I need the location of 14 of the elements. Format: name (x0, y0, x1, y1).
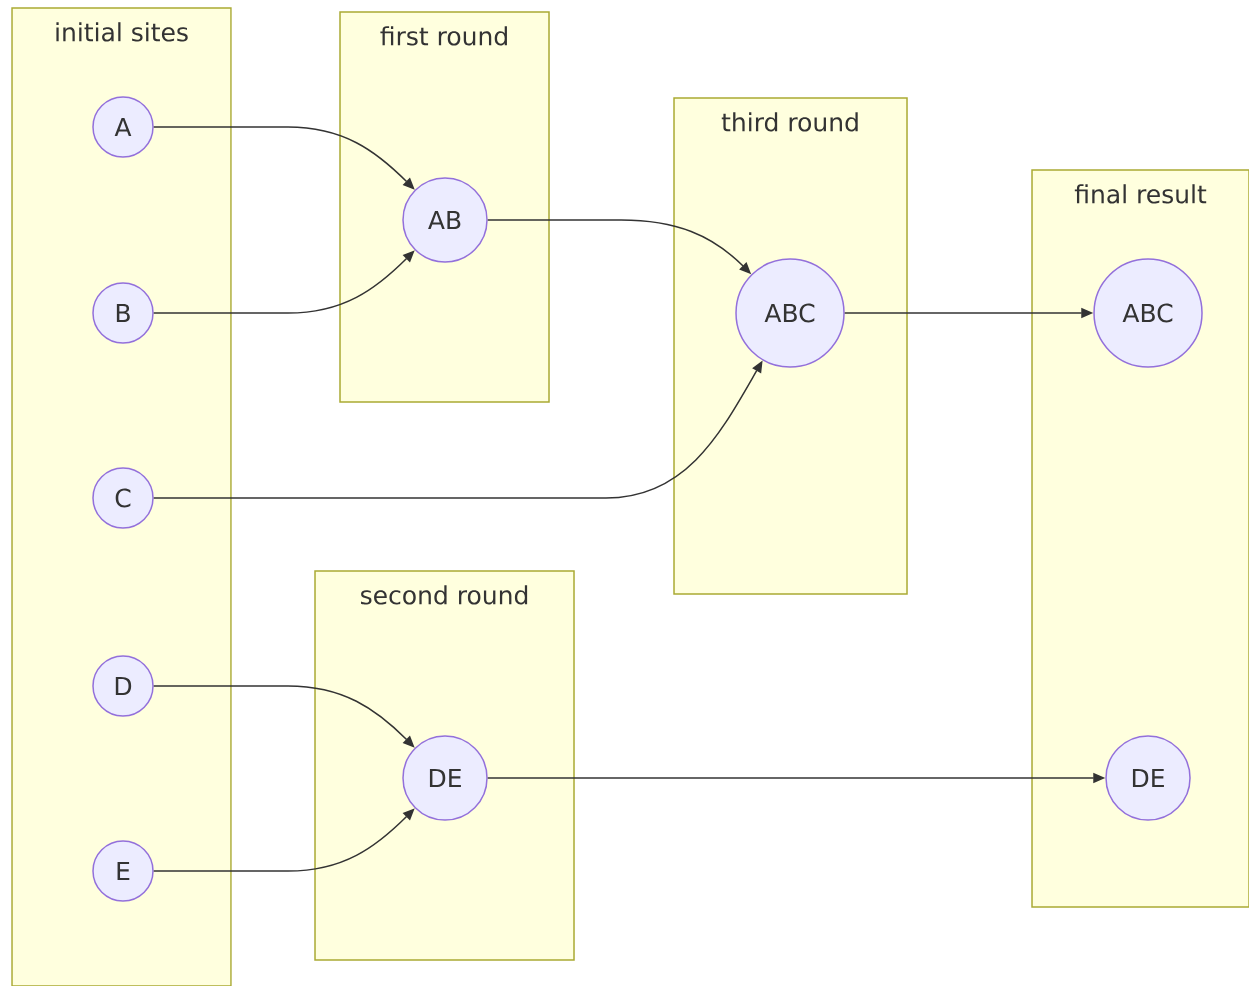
circle-node: B (92, 282, 154, 344)
circle-node: ABC (735, 258, 845, 368)
arrow (153, 808, 415, 872)
circle-node: AB (402, 177, 488, 263)
arrow (153, 250, 415, 314)
arrow (153, 126, 415, 190)
circle-node: ABC (1093, 258, 1203, 368)
circle-node: D (92, 655, 154, 717)
arrow (153, 685, 415, 748)
circle-node: DE (402, 735, 488, 821)
circle-node: A (92, 96, 154, 158)
circle-node: C (92, 467, 154, 529)
circle-node: E (92, 840, 154, 902)
circle-node: DE (1105, 735, 1191, 821)
